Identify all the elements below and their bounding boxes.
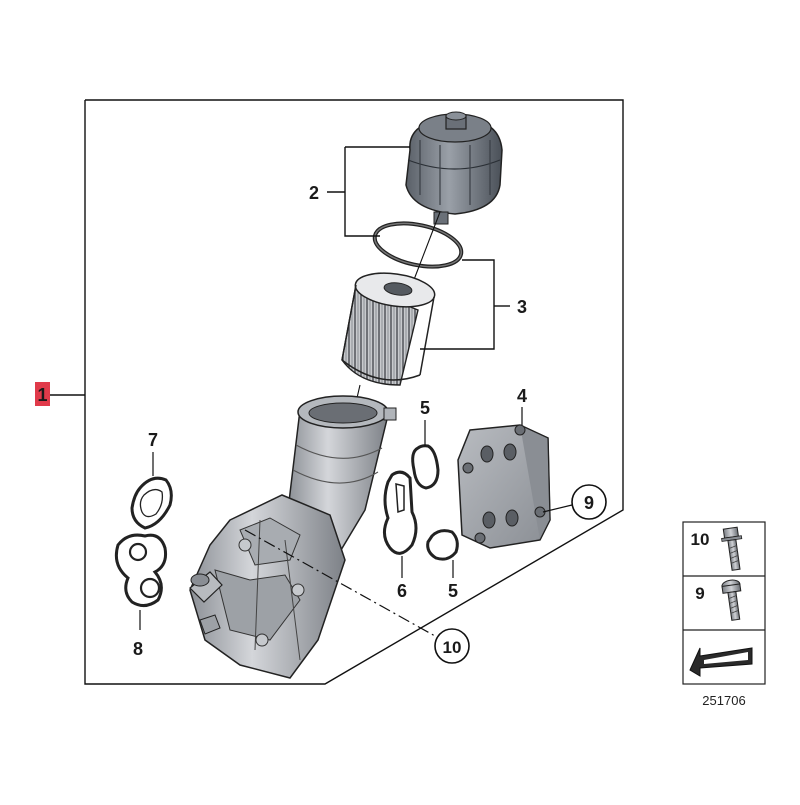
- arrow-symbol-icon: [689, 647, 753, 677]
- callout-10-text: 10: [443, 638, 462, 657]
- bracket-part-3: [420, 259, 510, 350]
- bolt-9-icon: [721, 579, 742, 621]
- label-part-4: 4: [517, 386, 527, 406]
- callout-10: 10: [434, 628, 470, 664]
- gasket-7: [130, 476, 173, 530]
- callout-9: 9: [571, 484, 607, 520]
- legend-row-10-label: 10: [691, 530, 710, 549]
- assembly-label-highlight: [35, 382, 50, 406]
- legend-row-9-label: 9: [695, 584, 704, 603]
- callout-9-text: 9: [584, 493, 594, 513]
- label-gasket-6: 6: [397, 581, 407, 601]
- label-gasket-8: 8: [133, 639, 143, 659]
- gasket-5-top: [411, 444, 440, 490]
- label-gasket-7: 7: [148, 430, 158, 450]
- oil-filter-element: [341, 272, 436, 386]
- label-gasket-5-top: 5: [420, 398, 430, 418]
- bracket-part-2: [327, 146, 410, 237]
- oil-cooler: [457, 424, 551, 549]
- assembly-label-1: 1: [35, 382, 50, 406]
- oil-filter-housing: [189, 395, 397, 679]
- assembly-label-text: 1: [37, 385, 47, 405]
- fastener-legend: 10 9: [682, 521, 766, 685]
- assembly-frame: [50, 99, 624, 685]
- label-part-3: 3: [517, 297, 527, 317]
- reference-number: 251706: [702, 693, 745, 708]
- leader-callout-9: [542, 504, 573, 513]
- leader-callout-10: [244, 529, 436, 637]
- cap-leader-line: [409, 211, 441, 291]
- gasket-6: [383, 470, 418, 555]
- cap-o-ring: [372, 221, 464, 269]
- bolt-10-icon: [721, 526, 743, 571]
- gasket-8: [114, 533, 167, 607]
- oil-filter-cap: [405, 111, 503, 225]
- label-gasket-5-bottom: 5: [448, 581, 458, 601]
- gasket-5-bottom: [426, 529, 459, 561]
- label-part-2: 2: [309, 183, 319, 203]
